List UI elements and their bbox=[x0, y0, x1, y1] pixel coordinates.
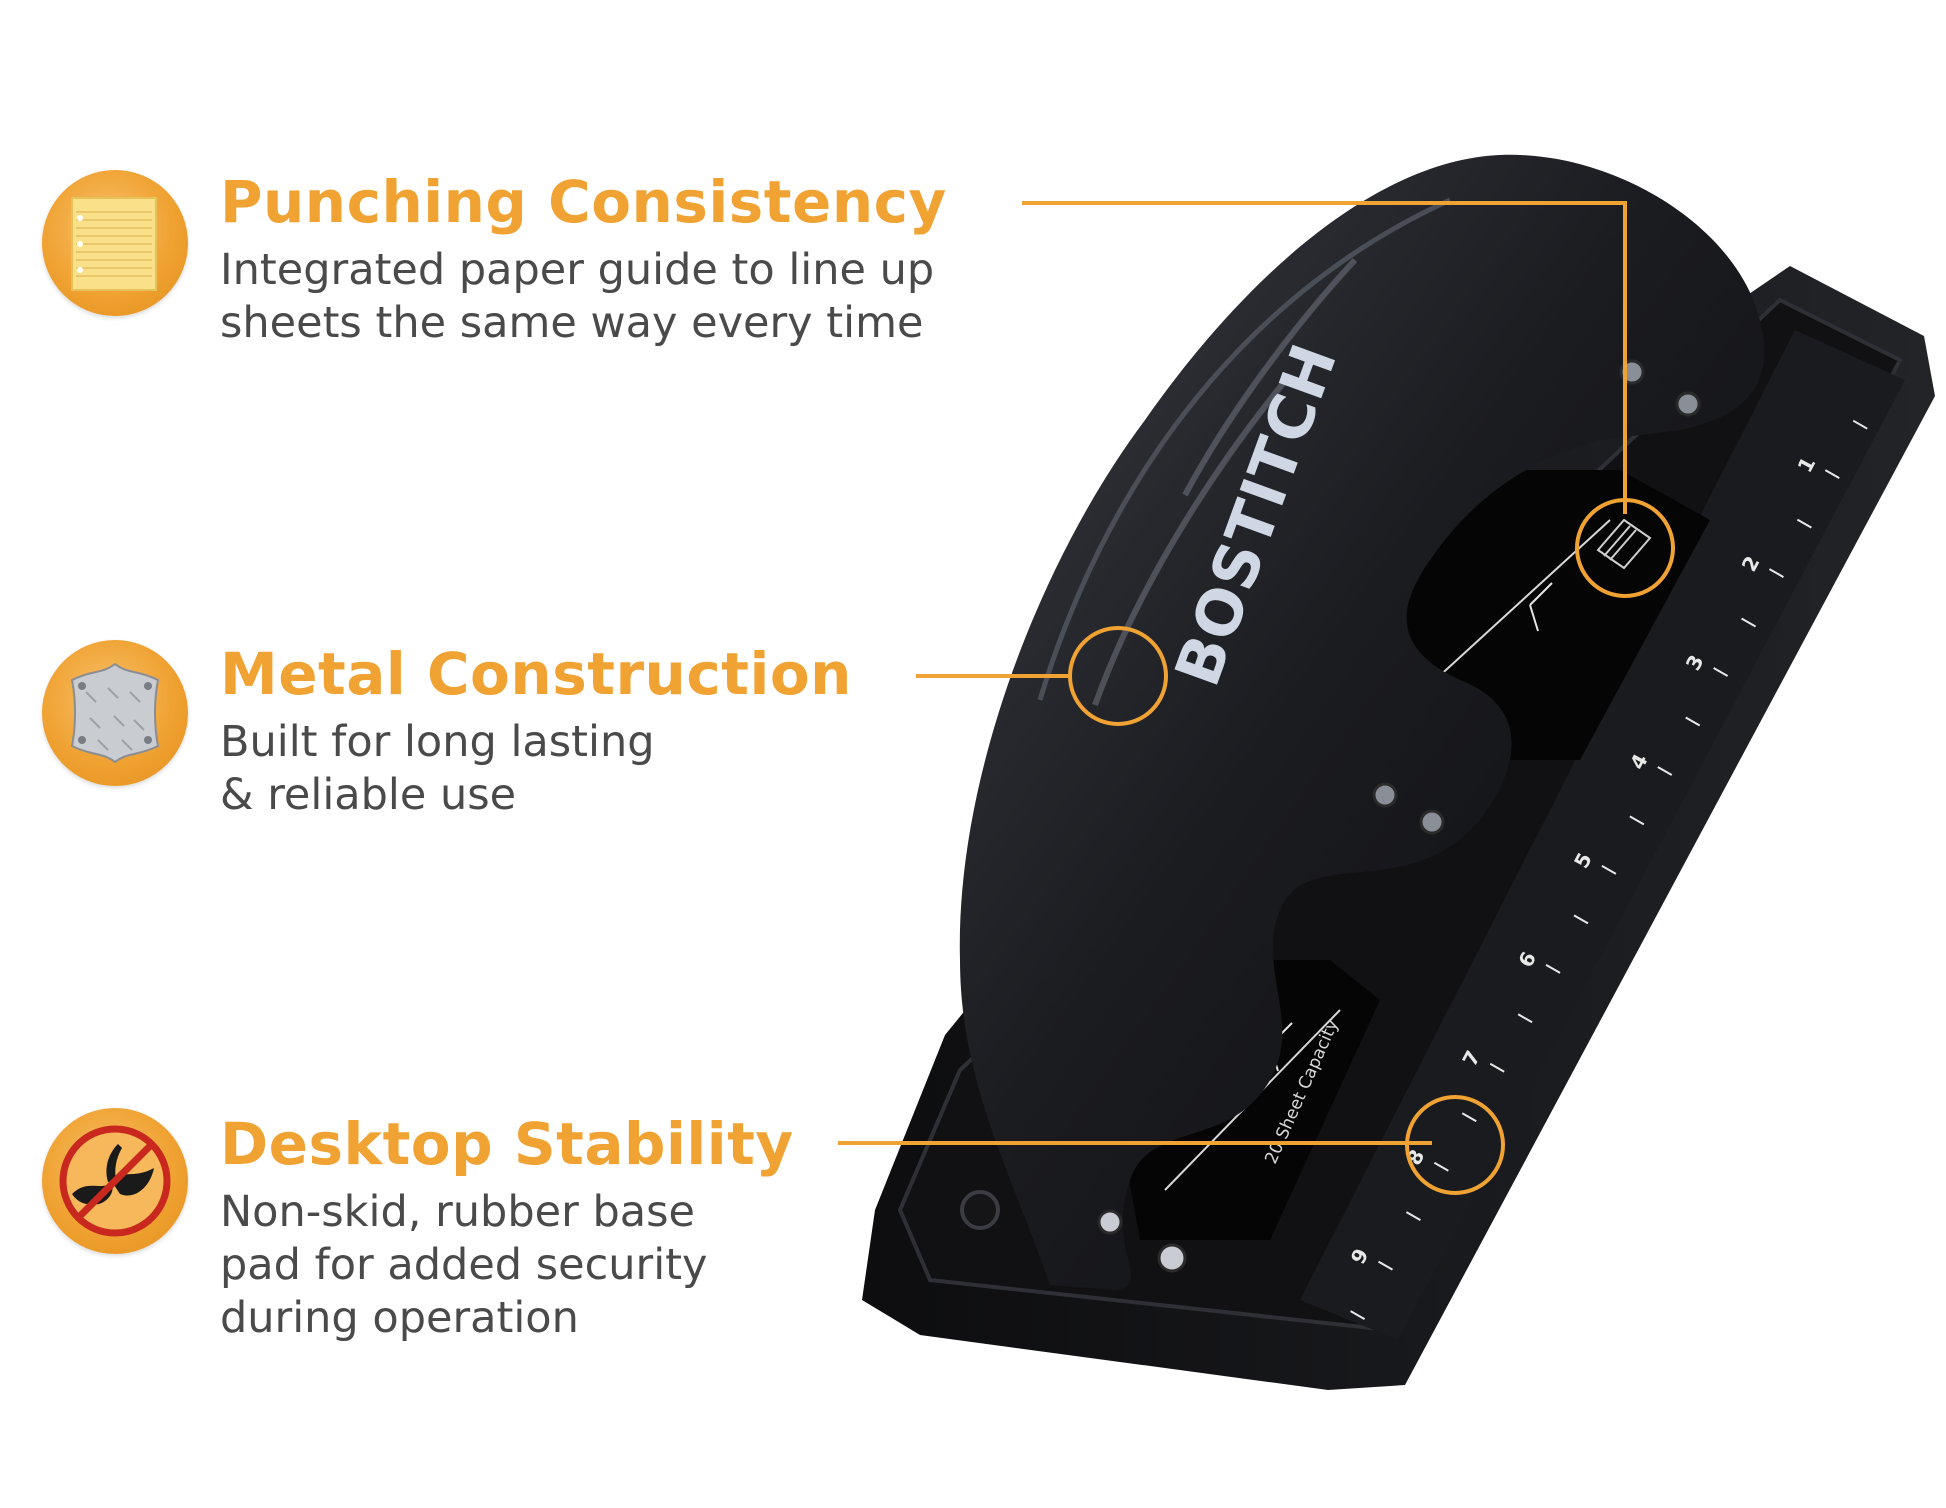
callout-line-punching bbox=[1022, 201, 1627, 514]
metal-plate-shield-icon bbox=[42, 640, 188, 786]
ruler-tick bbox=[1517, 1013, 1533, 1024]
ruled-paper-icon bbox=[42, 170, 188, 316]
no-slip-banana-icon bbox=[42, 1108, 188, 1254]
ruler-tick bbox=[1796, 518, 1812, 529]
callout-circle-stability bbox=[1405, 1095, 1505, 1195]
ruler-tick bbox=[1657, 766, 1673, 776]
ruler-tick bbox=[1405, 1211, 1421, 1222]
ruler-tick bbox=[1685, 716, 1701, 727]
callout-circle-punching bbox=[1575, 498, 1675, 598]
ruler-tick bbox=[1768, 568, 1784, 578]
callout-circle-metal bbox=[1068, 626, 1168, 726]
ruler-tick bbox=[1824, 469, 1840, 480]
punch-handle: BOSTITCH bbox=[959, 154, 1765, 1291]
ruler-tick bbox=[1489, 1062, 1505, 1073]
ruler-tick bbox=[1545, 963, 1561, 974]
ruler-tick bbox=[1601, 865, 1617, 875]
ruler-tick bbox=[1852, 419, 1868, 430]
ruler-tick bbox=[1461, 1112, 1477, 1123]
ruler-tick bbox=[1741, 617, 1757, 628]
ruler-tick bbox=[1713, 667, 1729, 677]
feature-description: Built for long lasting & reliable use bbox=[220, 717, 655, 820]
feature-description: Non-skid, rubber base pad for added secu… bbox=[220, 1187, 708, 1343]
feature-title: Punching Consistency bbox=[220, 168, 947, 236]
ruler-tick bbox=[1433, 1161, 1449, 1172]
feature-description: Integrated paper guide to line up sheets… bbox=[220, 245, 935, 348]
ruler-tick bbox=[1629, 815, 1645, 826]
feature-title: Metal Construction bbox=[220, 640, 852, 708]
callout-lines bbox=[838, 201, 1675, 1195]
ruler-tick bbox=[1350, 1310, 1366, 1320]
feature-title: Desktop Stability bbox=[220, 1110, 794, 1178]
paper-stack-icon bbox=[1596, 518, 1652, 570]
ruler-tick bbox=[1378, 1260, 1394, 1271]
ruler-tick bbox=[1573, 914, 1589, 925]
